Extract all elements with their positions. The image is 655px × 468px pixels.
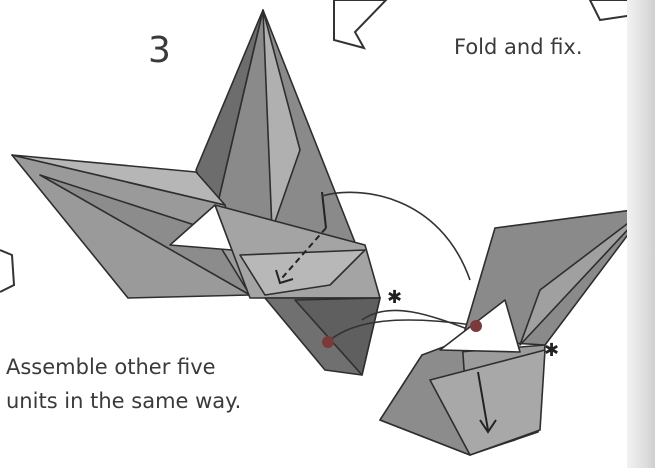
- dot-marker-icon: [322, 336, 334, 348]
- step-number: 3: [148, 30, 171, 71]
- asterisk-icon: ✱: [387, 287, 402, 308]
- asterisk-icon: ✱: [544, 340, 559, 361]
- assemble-caption-line: Assemble other five: [6, 350, 241, 384]
- page-gutter-shadow: [627, 0, 655, 468]
- left-origami-unit: [12, 10, 380, 375]
- dot-marker-icon: [470, 320, 482, 332]
- assemble-caption: Assemble other five units in the same wa…: [6, 350, 241, 418]
- assemble-caption-line: units in the same way.: [6, 384, 241, 418]
- fold-and-fix-caption: Fold and fix.: [454, 30, 583, 64]
- right-origami-unit: [380, 208, 648, 455]
- left-hollow-arrow-icon: [0, 250, 14, 292]
- large-hollow-arrow-icon: [334, 0, 386, 48]
